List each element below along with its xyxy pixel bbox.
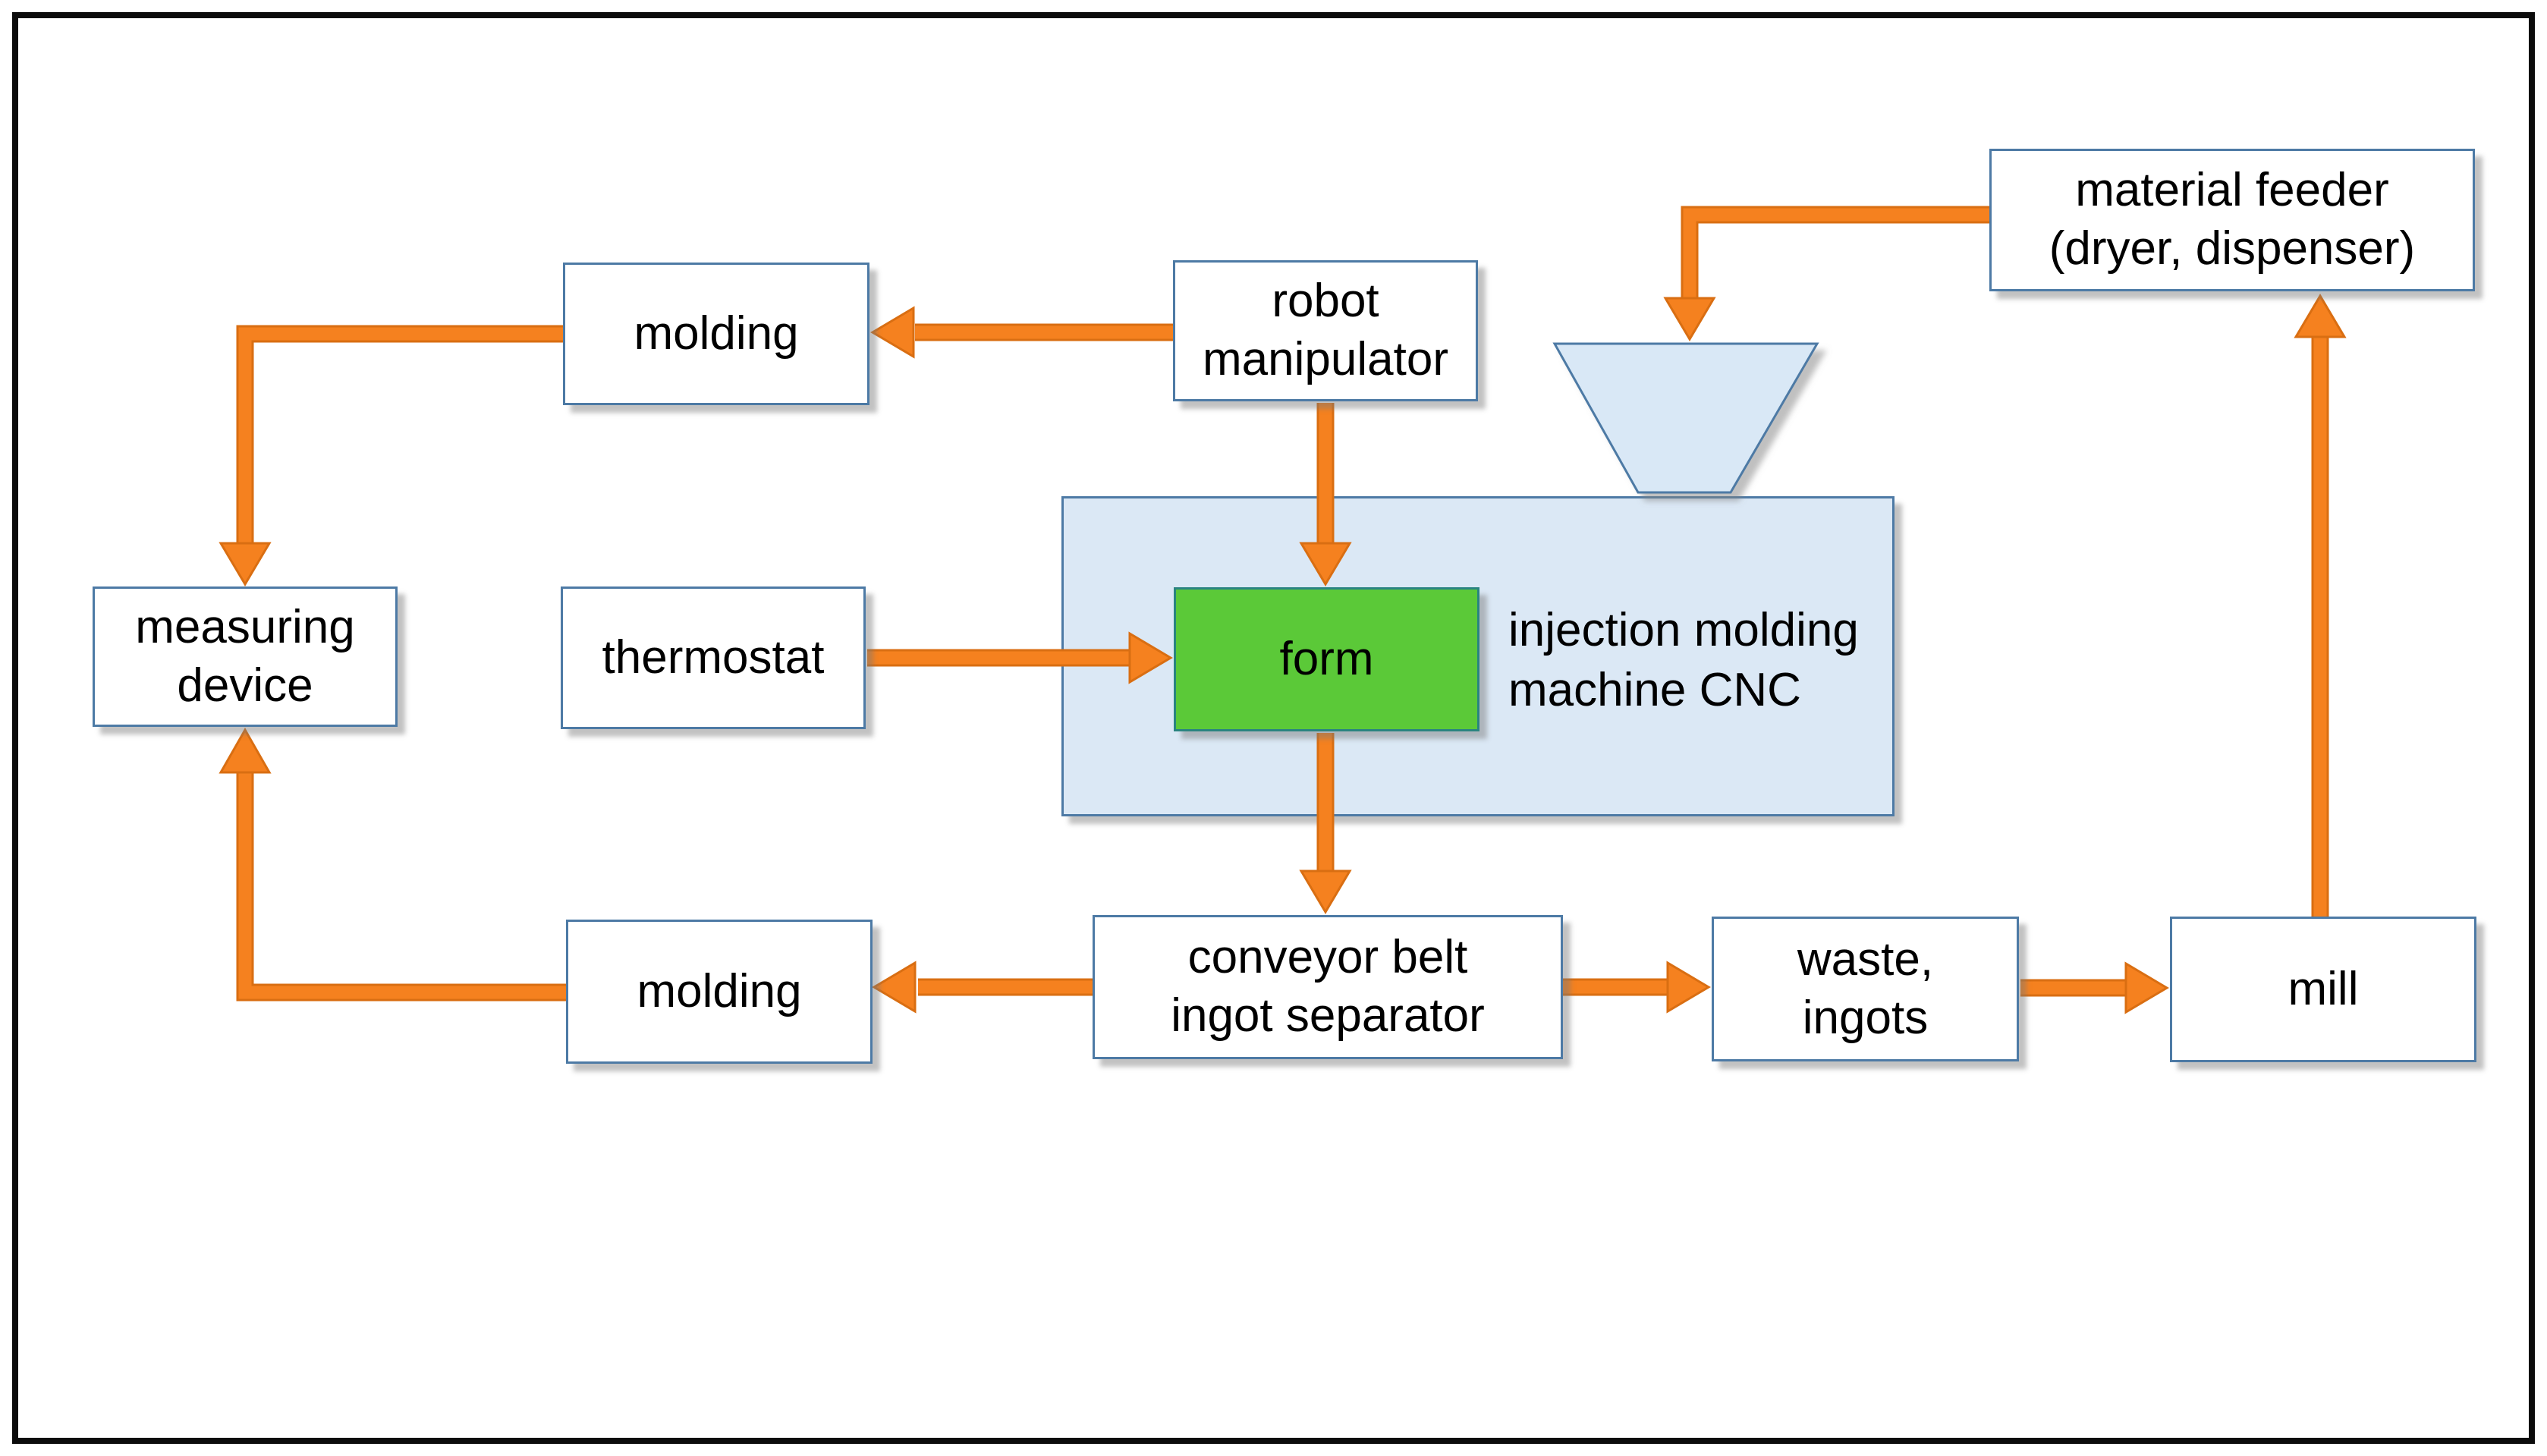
arrow-molding-top-to-measuring-device bbox=[219, 325, 566, 586]
node-waste-ingots: waste, ingots bbox=[1712, 917, 2019, 1061]
arrow-robot-manipulator-to-molding-top bbox=[870, 306, 1174, 359]
node-molding-top: molding bbox=[563, 263, 869, 405]
node-form: form bbox=[1174, 587, 1479, 731]
arrow-conveyor-to-molding-bottom bbox=[872, 961, 1094, 1014]
arrow-conveyor-to-waste bbox=[1561, 961, 1711, 1014]
node-measuring-device: measuring device bbox=[93, 586, 398, 727]
arrow-robot-manipulator-to-form bbox=[1299, 403, 1352, 586]
node-mill: mill bbox=[2170, 917, 2476, 1062]
node-material-feeder: material feeder (dryer, dispenser) bbox=[1989, 149, 2475, 291]
arrow-waste-to-mill bbox=[2020, 961, 2169, 1014]
arrow-thermostat-to-form bbox=[867, 631, 1173, 684]
injection-molding-machine-label: injection molding machine CNC bbox=[1508, 604, 1859, 717]
arrow-material-feeder-to-hopper bbox=[1663, 206, 1991, 341]
node-thermostat: thermostat bbox=[561, 586, 866, 729]
arrow-molding-bottom-to-measuring-device bbox=[219, 727, 568, 1002]
node-robot-manipulator: robot manipulator bbox=[1173, 260, 1478, 401]
arrow-mill-to-material-feeder bbox=[2294, 294, 2347, 918]
arrow-form-to-conveyor bbox=[1299, 733, 1352, 914]
hopper-funnel-shape bbox=[1552, 342, 1819, 494]
outer-frame bbox=[12, 12, 2535, 1444]
node-conveyor-belt-ingot-separator: conveyor belt ingot separator bbox=[1093, 915, 1563, 1059]
injection-molding-machine-box: injection molding machine CNC bbox=[1061, 496, 1895, 816]
node-molding-bottom: molding bbox=[566, 920, 873, 1064]
